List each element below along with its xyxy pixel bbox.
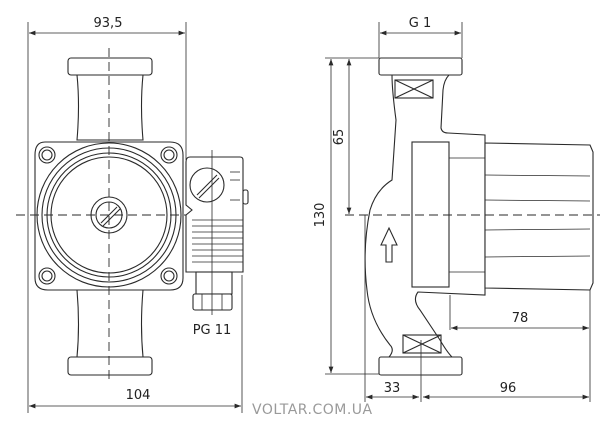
dim-label-130: 130: [313, 203, 328, 228]
top-flange: [67, 57, 153, 76]
cable-gland: [195, 271, 233, 295]
dim-label-93-5: 93,5: [94, 16, 123, 31]
outlet-flange: [378, 57, 463, 76]
motor-housing: [484, 142, 594, 291]
side-view: G 1 130 65 78 33 96: [313, 16, 600, 402]
terminal-ribs: [192, 171, 243, 263]
dim-label-78: 78: [512, 311, 529, 326]
dim-label-96: 96: [500, 381, 517, 396]
dim-label-65: 65: [332, 129, 347, 146]
corner-screws: [38, 146, 178, 285]
dim-label-33: 33: [384, 381, 401, 396]
front-view: 93,5 104 PG 11: [16, 16, 249, 413]
watermark: VOLTAR.COM.UA: [252, 402, 373, 418]
pump-housing: [364, 74, 486, 358]
dim-label-g1: G 1: [409, 16, 431, 31]
bottom-pipe: [76, 289, 144, 358]
top-pipe: [76, 74, 144, 141]
bottom-flange: [67, 356, 153, 376]
cable-gland-label: PG 11: [193, 323, 232, 338]
flow-direction-arrow: [380, 226, 398, 263]
inlet-flange: [378, 356, 463, 376]
dim-label-104: 104: [126, 388, 151, 403]
